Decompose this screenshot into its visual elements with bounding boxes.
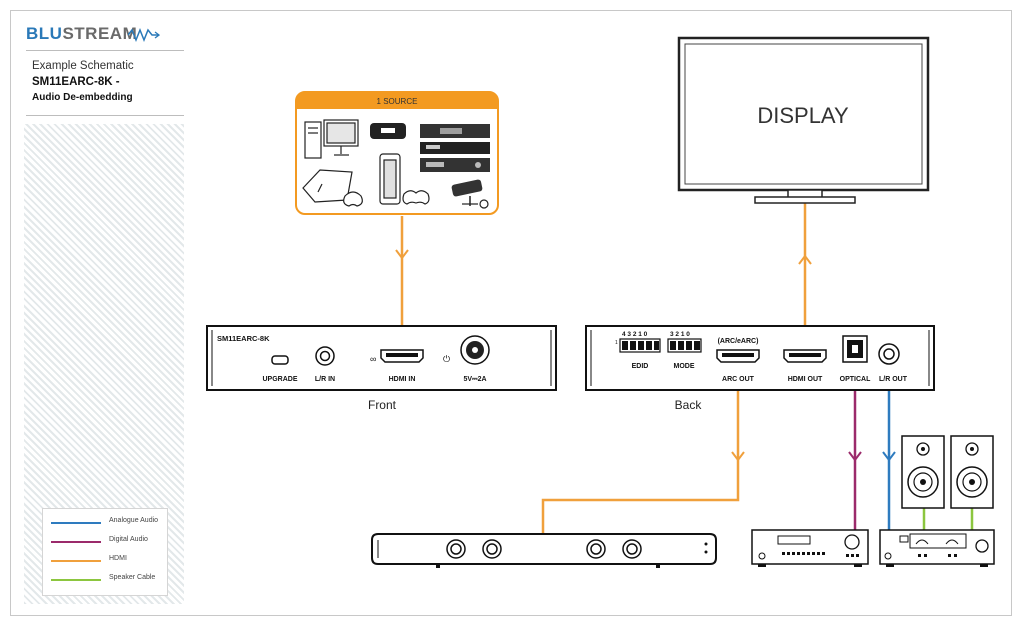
diagram-frame	[10, 10, 1012, 616]
usb-port-icon	[271, 355, 289, 365]
front-panel: SM11EARC-8K UPGRADE L/R IN ∞ HDMI IN ⏻ 5…	[206, 325, 557, 391]
port-label-upgrade: UPGRADE	[262, 376, 297, 383]
legend-item-speaker: Speaker Cable	[51, 574, 163, 586]
power-symbol-icon: ⏻	[443, 354, 450, 364]
legend-item-digital: Digital Audio	[51, 536, 163, 548]
pc-icon	[304, 119, 359, 159]
display-label: DISPLAY	[757, 103, 849, 128]
legend-label: Analogue Audio	[109, 517, 159, 524]
schematic-description: Audio De-embedding	[32, 92, 133, 103]
streaming-box-icon	[370, 123, 406, 139]
mode-label: MODE	[674, 363, 695, 370]
hdmi-out-port-icon	[783, 349, 827, 363]
source-box-title: 1 SOURCE	[377, 97, 418, 106]
legend-label: Speaker Cable	[109, 574, 156, 581]
audio-jack-in-icon	[315, 346, 335, 366]
camera-icon	[451, 179, 489, 209]
port-label-lr-in: L/R IN	[315, 376, 335, 383]
front-caption: Front	[368, 398, 397, 412]
edid-label: EDID	[632, 363, 649, 370]
port-label-optical: OPTICAL	[840, 376, 871, 383]
legend-item-hdmi: HDMI	[51, 555, 163, 567]
av-receiver-icon	[751, 529, 869, 567]
audio-jack-out-icon	[878, 343, 900, 365]
port-label-lr-out: L/R OUT	[879, 376, 908, 383]
edid-dip-switch[interactable]	[619, 338, 661, 353]
legend-label: HDMI	[109, 555, 127, 562]
game-console-icon	[302, 169, 363, 207]
left-speaker-icon	[901, 435, 945, 509]
right-speaker-icon	[950, 435, 994, 509]
brand-logo: BLUSTREAM	[26, 24, 137, 44]
back-panel: 4 3 2 1 0 3 2 1 0 1 EDID MODE (ARC/eARC)…	[585, 325, 935, 391]
soundbar-icon	[371, 533, 717, 568]
sidebar-divider-top	[26, 50, 184, 51]
dc-power-jack-icon	[460, 335, 490, 365]
mode-digits: 3 2 1 0	[670, 331, 690, 338]
av-receiver-stack-icon	[420, 124, 490, 172]
optical-port-icon	[842, 335, 868, 363]
edid-digits: 4 3 2 1 0	[622, 331, 648, 338]
brand-wave-icon	[128, 28, 160, 42]
link-indicator-icon: ∞	[370, 354, 376, 364]
mode-dip-switch[interactable]	[667, 338, 702, 353]
arc-out-port-icon	[716, 349, 760, 363]
amplifier-icon	[879, 529, 995, 567]
legend-swatch	[51, 522, 101, 524]
schematic-subtitle: Example Schematic	[32, 60, 134, 72]
speaker-cables	[922, 508, 974, 530]
legend-swatch	[51, 541, 101, 543]
hdmi-cable-arc-to-soundbar	[541, 364, 745, 536]
dip-on-marker: 1	[615, 340, 618, 346]
hdmi-cable-source-to-front	[395, 216, 409, 328]
legend-label: Digital Audio	[109, 536, 148, 543]
legend-item-analogue: Analogue Audio	[51, 517, 163, 529]
source-box: 1 SOURCE	[295, 91, 499, 215]
front-panel-model: SM11EARC-8K	[217, 334, 270, 343]
legend-swatch	[51, 560, 101, 562]
port-label-hdmi-out: HDMI OUT	[788, 376, 823, 383]
sidebar-divider-bottom	[26, 115, 184, 116]
arc-note: (ARC/eARC)	[718, 338, 759, 345]
legend-swatch	[51, 579, 101, 581]
brand-part1: BLU	[26, 24, 63, 43]
back-caption: Back	[675, 398, 703, 412]
port-label-arc-out: ARC OUT	[722, 376, 755, 383]
brand-part2: STREAM	[62, 24, 138, 43]
schematic-model: SM11EARC-8K -	[32, 76, 120, 88]
port-label-power: 5V⎓2A	[463, 376, 486, 383]
hdmi-in-port-icon	[380, 349, 424, 363]
sidebar: BLUSTREAM Example Schematic SM11EARC-8K …	[24, 20, 186, 608]
xbox-console-icon	[379, 153, 430, 205]
port-label-hdmi-in: HDMI IN	[389, 376, 416, 383]
legend: Analogue Audio Digital Audio HDMI Speake…	[42, 508, 168, 596]
display-tv: DISPLAY	[677, 36, 930, 204]
